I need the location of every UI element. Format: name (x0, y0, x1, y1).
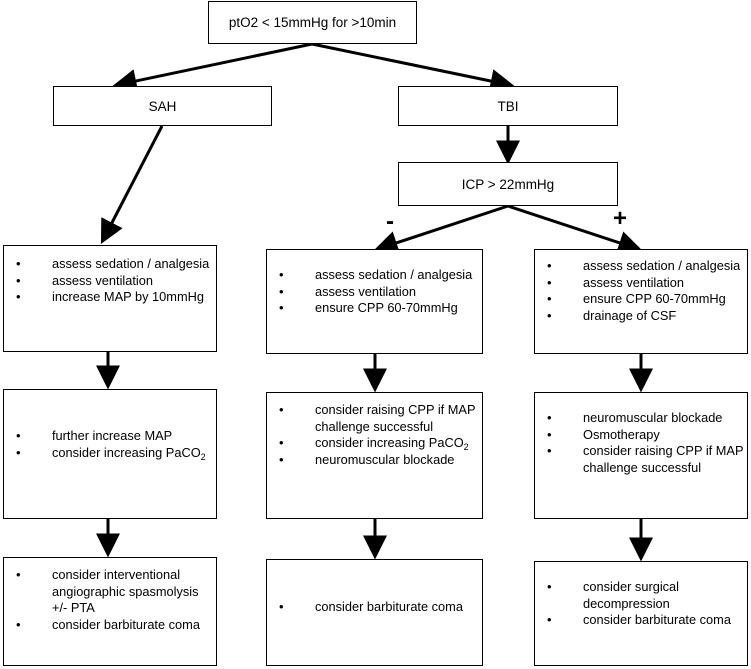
icp-box: ICP > 22mmHg (398, 162, 618, 206)
pos-step1-box: assess sedation / analgesia assess venti… (534, 249, 748, 354)
arrow-root-to-tbi (311, 42, 515, 93)
icp-positive-sign: + (613, 205, 628, 232)
sah-step1-item-1: assess sedation / analgesia (4, 256, 216, 273)
icp-negative-sign: - (386, 208, 394, 235)
sah-step1-item-3: increase MAP by 10mmHg (4, 289, 216, 306)
neg-step3-item-1: consider barbiturate coma (267, 599, 482, 616)
tbi-label: TBI (497, 98, 519, 114)
pos-step1-list: assess sedation / analgesia assess venti… (535, 258, 747, 324)
neg-step3-box: consider barbiturate coma (266, 559, 483, 666)
sah-step3-box: consider interventional angiographic spa… (3, 557, 217, 666)
sah-step1-box: assess sedation / analgesia assess venti… (3, 245, 217, 352)
arrow-sah-to-step1 (100, 125, 164, 244)
arrow-icp-to-negative (373, 204, 509, 255)
neg-step2-list: consider raising CPP if MAP challenge su… (267, 402, 482, 468)
tbi-box: TBI (398, 86, 618, 126)
pos-step3-item-1: consider surgical decompression (535, 579, 747, 612)
arrow-icp-to-positive (507, 204, 643, 255)
root-condition-box: ptO2 < 15mmHg for >10min (208, 1, 417, 44)
pos-step3-box: consider surgical decompression consider… (534, 561, 748, 666)
pos-step3-item-2: consider barbiturate coma (535, 612, 747, 629)
sah-step3-list: consider interventional angiographic spa… (4, 567, 216, 633)
pos-step3-list: consider surgical decompression consider… (535, 579, 747, 629)
pos-step2-list: neuromuscular blockade Osmotherapy consi… (535, 410, 747, 476)
neg-step3-list: consider barbiturate coma (267, 599, 482, 616)
neg-step2-item-2: consider increasing PaCO2 (267, 435, 482, 452)
arrow-root-to-sah (112, 42, 313, 93)
sah-label: SAH (148, 98, 177, 114)
pos-step2-item-3: consider raising CPP if MAP challenge su… (535, 443, 747, 476)
root-condition-label: ptO2 < 15mmHg for >10min (228, 15, 397, 30)
pos-step1-item-4: drainage of CSF (535, 308, 747, 325)
sah-step2-box: further increase MAP consider increasing… (3, 389, 217, 519)
sah-step3-item-2: consider barbiturate coma (4, 617, 216, 634)
sah-step2-item-1: further increase MAP (4, 428, 216, 445)
pos-step1-item-2: assess ventilation (535, 275, 747, 292)
sah-step2-list: further increase MAP consider increasing… (4, 428, 216, 461)
neg-step1-item-3: ensure CPP 60-70mmHg (267, 300, 482, 317)
neg-step1-box: assess sedation / analgesia assess venti… (266, 249, 483, 354)
pos-step1-item-1: assess sedation / analgesia (535, 258, 747, 275)
neg-step1-item-1: assess sedation / analgesia (267, 267, 482, 284)
pos-step2-item-1: neuromuscular blockade (535, 410, 747, 427)
sah-box: SAH (53, 86, 272, 126)
neg-step1-item-2: assess ventilation (267, 284, 482, 301)
sah-step3-item-1: consider interventional angiographic spa… (4, 567, 216, 617)
sah-step1-list: assess sedation / analgesia assess venti… (4, 256, 216, 306)
icp-label: ICP > 22mmHg (461, 176, 555, 192)
pos-step1-item-3: ensure CPP 60-70mmHg (535, 291, 747, 308)
pos-step2-box: neuromuscular blockade Osmotherapy consi… (534, 392, 748, 519)
neg-step2-item-1: consider raising CPP if MAP challenge su… (267, 402, 482, 435)
neg-step2-box: consider raising CPP if MAP challenge su… (266, 392, 483, 519)
neg-step2-item-3: neuromuscular blockade (267, 452, 482, 469)
sah-step1-item-2: assess ventilation (4, 273, 216, 290)
sah-step2-item-2: consider increasing PaCO2 (4, 445, 216, 462)
pos-step2-item-2: Osmotherapy (535, 427, 747, 444)
neg-step1-list: assess sedation / analgesia assess venti… (267, 267, 482, 317)
